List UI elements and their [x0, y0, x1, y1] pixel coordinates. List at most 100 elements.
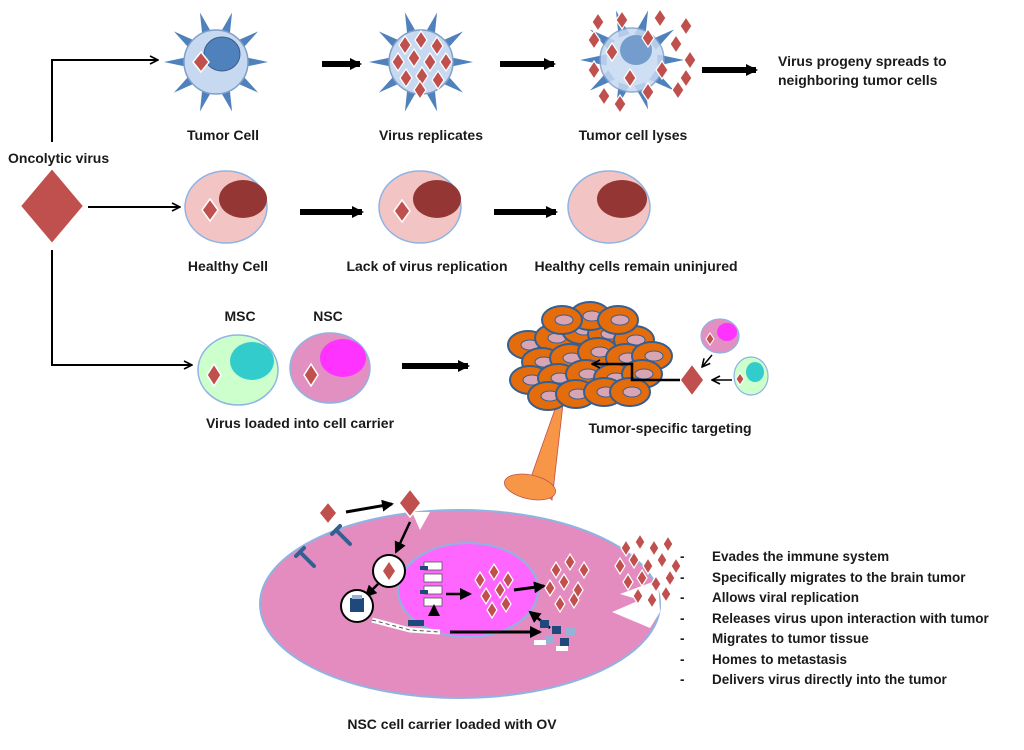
label-oncolytic-virus: Oncolytic virus	[8, 150, 110, 166]
virus-icon	[614, 556, 626, 576]
virus-cluster-icon	[614, 532, 682, 610]
virus-icon	[474, 570, 486, 590]
property-item: - Migrates to tumor tissue	[680, 629, 989, 650]
virus-icon	[568, 590, 580, 610]
virus-icon	[399, 67, 413, 89]
virus-icon	[650, 574, 662, 594]
virus-icon	[398, 34, 412, 56]
property-item: - Specifically migrates to the brain tumo…	[680, 568, 989, 589]
virus-icon	[613, 93, 627, 115]
virus-icon	[303, 362, 319, 388]
virus-icon	[646, 590, 658, 610]
virus-icon	[550, 560, 562, 580]
label-msc: MSC	[224, 308, 256, 324]
virus-icon	[655, 59, 669, 81]
virus-icon	[662, 534, 674, 554]
virus-icon	[488, 562, 500, 582]
bullet-marker: -	[680, 672, 685, 687]
tumor-cell	[164, 12, 268, 112]
tumor-cell-lysing	[580, 7, 697, 115]
virus-icon	[656, 550, 668, 570]
virus-icon	[564, 552, 576, 572]
property-text: Specifically migrates to the brain tumor	[712, 569, 966, 585]
virus-cluster-icon	[544, 552, 590, 614]
virus-icon	[413, 79, 427, 101]
virus-icon	[597, 85, 611, 107]
label-nsc-carrier: NSC cell carrier loaded with OV	[347, 716, 557, 732]
virus-icon	[398, 487, 422, 519]
property-text: Allows viral replication	[712, 590, 860, 605]
nsc-carrier-detail	[259, 487, 682, 699]
virus-icon	[641, 81, 655, 103]
virus-icon	[201, 197, 219, 223]
nucleus-icon	[554, 314, 574, 326]
virus-icon	[391, 51, 405, 73]
virus-icon	[620, 538, 632, 558]
virus-icon	[431, 69, 445, 91]
virus-icon	[591, 11, 605, 33]
property-item: -Evades the immune system	[680, 547, 989, 568]
label-lack-of-replication: Lack of virus replication	[346, 258, 508, 274]
property-text: Migrates to tumor tissue	[712, 631, 869, 646]
virus-icon	[664, 568, 676, 588]
viral-genome-icon	[371, 561, 443, 635]
label-healthy-remain: Healthy cells remain uninjured	[534, 258, 738, 274]
branch-to-carriers	[51, 250, 192, 365]
virus-icon	[615, 9, 629, 31]
virus-icon	[683, 49, 697, 71]
healthy-cell-no-replication	[378, 170, 462, 244]
bullet-marker: -	[680, 631, 685, 646]
label-virus-progeny-line2: neighboring tumor cells	[778, 72, 938, 88]
virus-cluster-icon	[474, 562, 514, 620]
label-healthy-cell: Healthy Cell	[187, 258, 269, 274]
nucleus-icon	[610, 314, 630, 326]
virus-icon	[679, 67, 693, 89]
property-item: - Delivers virus directly into the tumor	[680, 670, 989, 691]
receptor-icon	[294, 524, 352, 568]
virus-icon	[423, 51, 437, 73]
tumor-cell-replicating	[369, 12, 473, 112]
label-virus-replicates: Virus replicates	[378, 127, 484, 143]
virus-icon	[494, 580, 506, 600]
virus-icon	[554, 594, 566, 614]
virus-icon	[502, 570, 514, 590]
tumor-mass	[507, 301, 673, 411]
nucleus-icon	[634, 368, 654, 380]
virus-icon	[623, 67, 637, 89]
virus-icon	[407, 47, 421, 69]
oncolytic-virus-diamond	[18, 166, 86, 246]
property-text: Homes to metastasis	[712, 651, 848, 667]
virus-icon	[558, 572, 570, 592]
property-item: -Releases virus upon interaction with tu…	[680, 609, 989, 630]
bullet-marker: -	[680, 651, 685, 667]
virus-icon	[393, 198, 411, 224]
nsc-properties-list: -Evades the immune system-Specifically m…	[680, 547, 989, 691]
virus-icon	[439, 51, 453, 73]
virus-icon	[206, 362, 222, 388]
virus-icon	[622, 572, 634, 592]
capsid-assembly-icon	[534, 620, 575, 651]
tumor-targeting	[592, 318, 769, 398]
virus-icon	[634, 532, 646, 552]
virus-icon	[486, 600, 498, 620]
virus-icon	[430, 35, 444, 57]
virus-icon	[670, 556, 682, 576]
virus-icon	[660, 584, 672, 604]
virus-icon	[669, 33, 683, 55]
bullet-marker: -	[680, 549, 685, 564]
virus-icon	[414, 29, 428, 51]
label-tumor-cell-lyses: Tumor cell lyses	[578, 127, 688, 143]
msc-carrier-cell	[197, 334, 279, 406]
virus-icon	[500, 594, 512, 614]
bullet-marker: -	[680, 569, 685, 585]
healthy-cell	[184, 170, 268, 244]
property-item: -Allows viral replication	[680, 588, 989, 609]
nucleus-icon	[622, 386, 642, 398]
virus-icon	[642, 556, 654, 576]
bullet-marker: -	[680, 610, 685, 626]
virus-icon	[628, 550, 640, 570]
property-text: Delivers virus directly into the tumor	[712, 672, 947, 687]
virus-icon	[632, 586, 644, 606]
